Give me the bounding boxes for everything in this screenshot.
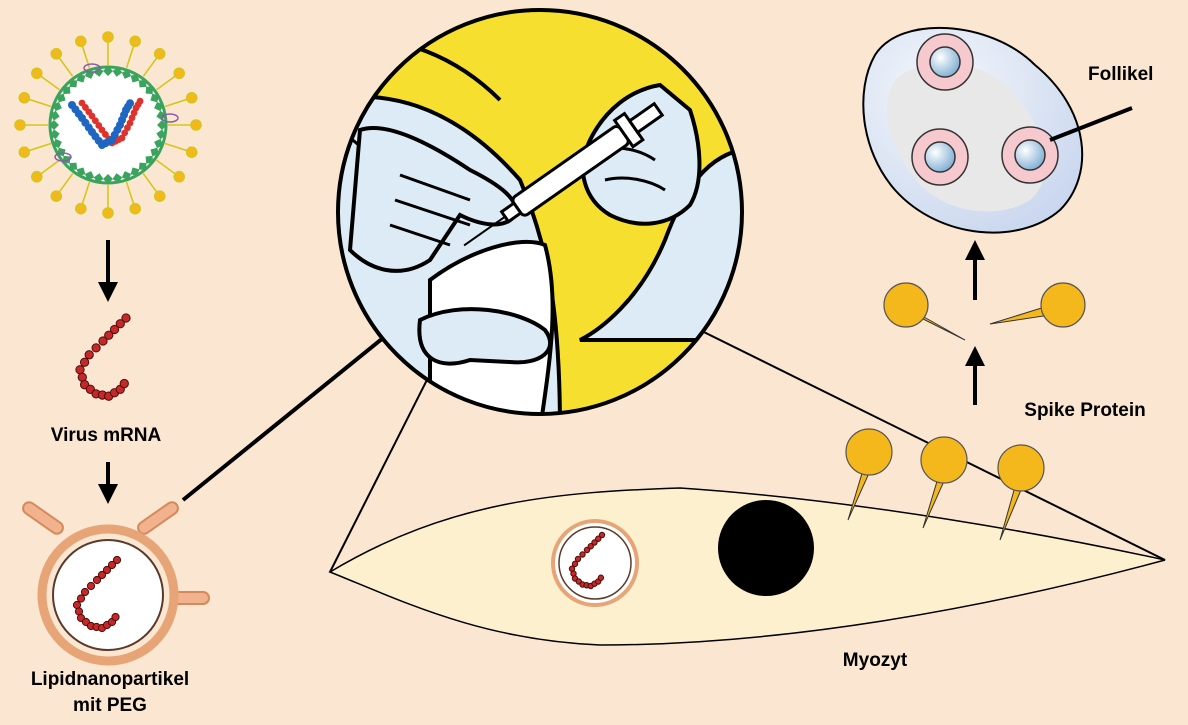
mrna-strand-icon xyxy=(76,314,130,400)
free-spike-proteins xyxy=(884,283,1085,340)
label-lnp-line2: mit PEG xyxy=(0,693,220,719)
injection-icon xyxy=(330,0,760,430)
label-lnp-line1: Lipidnanopartikel xyxy=(0,667,220,693)
virus-icon xyxy=(15,32,201,218)
label-virus-mrna: Virus mRNA xyxy=(36,423,176,449)
label-follikel: Follikel xyxy=(1088,62,1188,88)
label-myozyt: Myozyt xyxy=(815,648,935,674)
myocyte-icon xyxy=(330,488,1165,645)
label-spike-protein: Spike Protein xyxy=(1000,398,1170,424)
lipid-nanoparticle-icon xyxy=(21,500,209,661)
follicle-icon xyxy=(863,28,1132,233)
label-lipidnanopartikel: Lipidnanopartikel mit PEG xyxy=(0,667,220,718)
